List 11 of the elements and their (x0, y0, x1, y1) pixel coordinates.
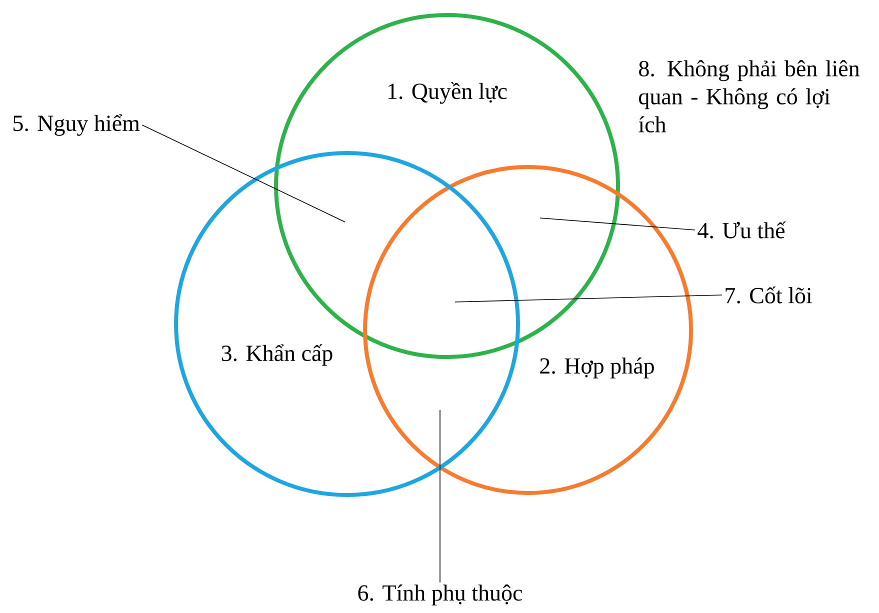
leader-line (454, 294, 722, 302)
circle-label: 3. Khẩn cấp (222, 344, 332, 366)
circle-label: 2. Hợp pháp (540, 358, 654, 378)
note-text: 8. Không phải bên liên quan - Không có lợi ích (638, 60, 860, 132)
leader-line (142, 124, 346, 222)
leader-text: 5. Nguy hiểm (14, 114, 140, 136)
circle-label: 1. Quyền lực (388, 82, 507, 104)
leader-line (540, 218, 696, 230)
leader-text: 6. Tính phụ thuộc (358, 584, 522, 606)
leader-text: 4. Ưu thế (698, 222, 786, 238)
leader-text: 7. Cốt lõi (726, 286, 812, 304)
